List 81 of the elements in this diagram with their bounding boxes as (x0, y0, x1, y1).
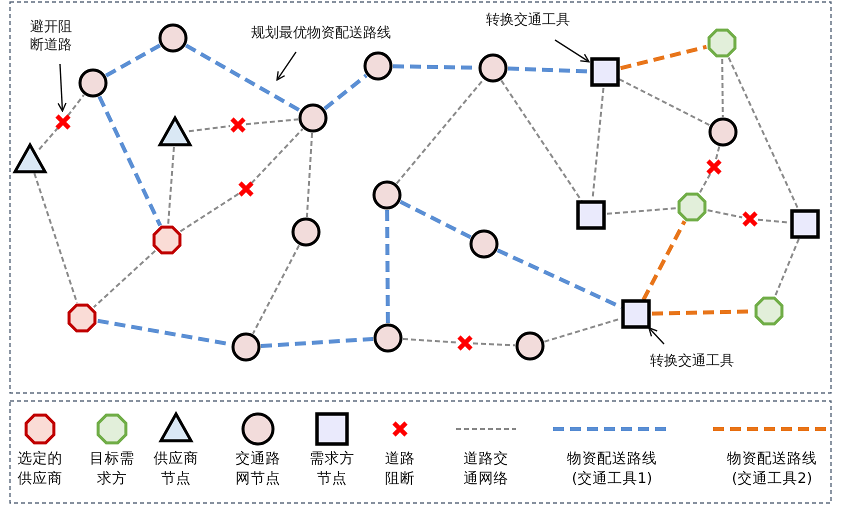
road-link (260, 336, 374, 348)
target-demand-octagon (753, 295, 785, 327)
road-link (728, 57, 800, 210)
leader-arrow (554, 39, 590, 62)
road-link (98, 96, 162, 226)
road-link (250, 128, 304, 184)
annotation-text: 规划最优物资配送路线 (236, 24, 406, 42)
road-block-icon (457, 335, 473, 351)
traffic-node-circle (363, 51, 393, 81)
legend-label: 供应商节点 (152, 450, 200, 489)
legend-label: 目标需求方 (88, 450, 136, 489)
road-link (544, 318, 621, 343)
traffic-node-circle (515, 331, 545, 361)
road-link (472, 342, 516, 346)
annotation-text: 避开阻断道路 (26, 18, 76, 54)
road-link (38, 127, 58, 150)
road-link (402, 338, 458, 344)
road-block-icon (742, 211, 758, 227)
road-link (252, 244, 300, 334)
demand-node-square (590, 57, 620, 87)
traffic-node-circle (231, 332, 261, 362)
road-block-icon (55, 114, 71, 130)
road-link (606, 207, 676, 215)
legend-label: 道路交通网络 (462, 450, 510, 489)
road-link (246, 118, 298, 126)
road-link (508, 66, 590, 74)
road-link (592, 88, 604, 200)
road-link (496, 248, 622, 310)
legend-label: 物资配送路线(交通工具1) (566, 450, 658, 489)
legend-label: 需求方节点 (308, 450, 356, 489)
road-link (306, 132, 314, 218)
road-link (188, 125, 230, 132)
road-link (185, 44, 301, 112)
road-link (385, 210, 390, 324)
traffic-node-circle (78, 68, 108, 98)
road-link (721, 58, 724, 118)
road-block-icon (706, 159, 722, 175)
demand-node-square (621, 299, 651, 329)
target-demand-octagon (676, 191, 708, 223)
traffic-node-circle (478, 53, 508, 83)
road-link (698, 174, 712, 194)
road-link (33, 172, 78, 304)
road-block-icon (230, 117, 246, 133)
road-link (180, 192, 240, 232)
road-link (323, 74, 368, 110)
traffic-node-circle (291, 217, 321, 247)
leader-arrow (648, 327, 665, 344)
legend-label: 交通路网节点 (234, 450, 282, 489)
traffic-node-circle (372, 180, 402, 210)
road-link (400, 200, 472, 240)
leader-arrow (57, 64, 67, 112)
traffic-node-circle (469, 229, 499, 259)
road-link (500, 80, 583, 202)
road-link (758, 218, 790, 224)
road-link (618, 78, 710, 126)
road-link (105, 44, 161, 78)
road-link (620, 44, 707, 70)
road-link (707, 209, 742, 218)
legend-label: 选定的供应商 (16, 450, 64, 489)
road-block-icon (238, 181, 254, 197)
demand-node-square (576, 200, 606, 230)
legend-label: 道路阻断 (384, 450, 416, 489)
traffic-node-circle (373, 323, 403, 353)
traffic-node-circle (298, 103, 328, 133)
road-link (67, 94, 85, 116)
road-link (396, 78, 484, 184)
annotation-text: 转换交通工具 (636, 352, 748, 370)
road-link (715, 146, 720, 160)
traffic-node-circle (158, 23, 188, 53)
road-link (93, 250, 156, 308)
selected-supplier-octagon (151, 224, 183, 256)
demand-node-square (790, 209, 820, 239)
selected-supplier-octagon (66, 302, 98, 334)
legend-label: 物资配送路线(交通工具2) (726, 450, 818, 489)
road-link (167, 146, 175, 224)
traffic-node-circle (708, 117, 738, 147)
leader-arrow (276, 52, 297, 81)
road-link (774, 238, 800, 297)
target-demand-octagon (706, 27, 738, 59)
annotation-text: 转换交通工具 (478, 11, 578, 30)
road-link (642, 220, 686, 301)
